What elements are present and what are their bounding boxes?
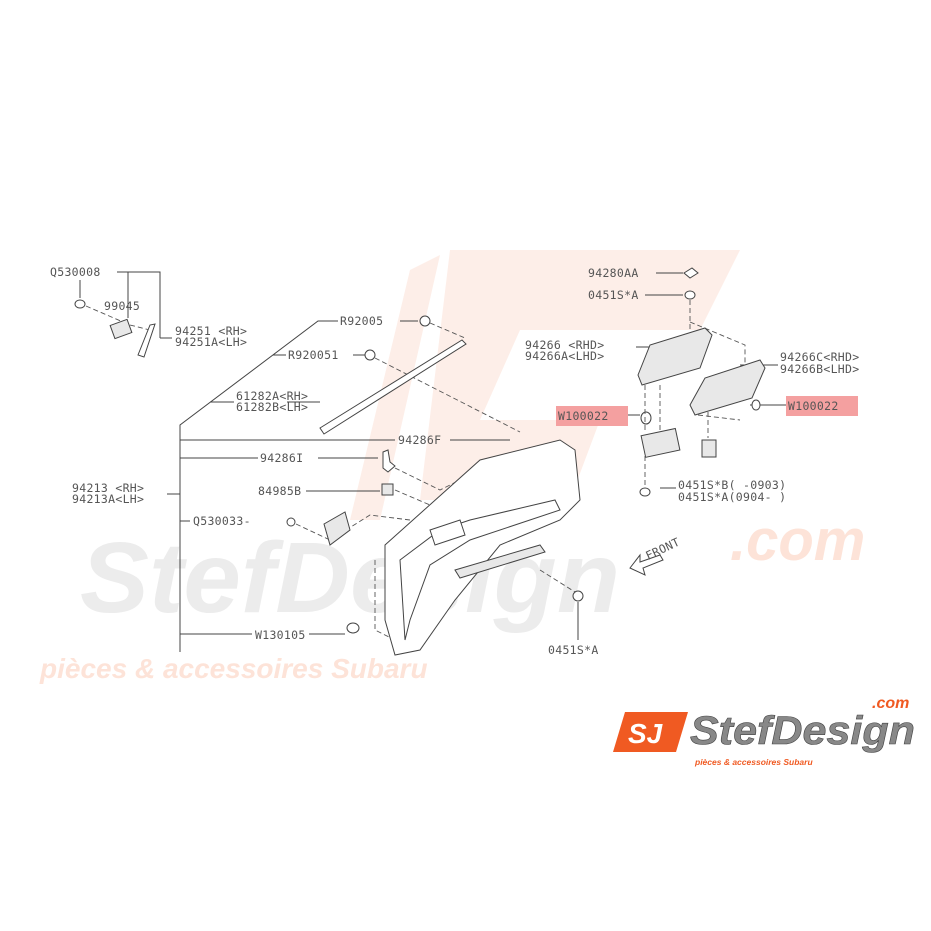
front-arrow-icon — [629, 553, 664, 576]
front-arrow: FRONT — [629, 535, 682, 576]
logo-mark-text: SJ — [628, 718, 664, 749]
door-parts — [286, 315, 584, 656]
label-61282b-lh: 61282B<LH> — [236, 400, 308, 414]
watermark-domain: .com — [730, 508, 865, 573]
inner-handle — [429, 519, 466, 546]
label-99045: 99045 — [104, 299, 140, 313]
clip-r92005 — [419, 315, 431, 327]
label-94280aa: 94280AA — [588, 266, 639, 280]
label-94266b-lhd: 94266B<LHD> — [780, 362, 859, 376]
logo-tagline: pièces & accessoires Subaru — [694, 757, 813, 767]
screw-0451s-top — [684, 290, 696, 300]
label-0451s-a-top: 0451S*A — [588, 288, 639, 302]
label-0451s-a-range: 0451S*A(0904- ) — [678, 490, 786, 504]
door-trim-panel-94213 — [384, 439, 581, 656]
clip-r920051 — [364, 349, 376, 361]
watermark: StefDesign .com pièces & accessoires Sub… — [39, 250, 865, 684]
clip-84985b — [381, 483, 394, 496]
logo-brand: StefDesign — [690, 709, 915, 753]
screw-q530008 — [74, 299, 86, 309]
label-94213-rh: 94213 <RH> — [72, 481, 144, 495]
stefdesign-logo: SJ StefDesign .com pièces & accessoires … — [613, 695, 915, 767]
clip-w100022-right — [751, 399, 761, 411]
highlight-w100022-right — [786, 396, 858, 416]
screw-0451s — [572, 590, 584, 602]
label-94266c-rhd: 94266C<RHD> — [780, 350, 859, 364]
label-61282a-rh: 61282A<RH> — [236, 389, 308, 403]
screw-0451s-switch — [639, 487, 651, 497]
mirror-switch — [701, 439, 717, 458]
clip-99045 — [109, 318, 133, 340]
label-w100022-right[interactable]: W100022 — [788, 399, 839, 413]
watermark-tagline: pièces & accessoires Subaru — [39, 653, 428, 684]
label-94213a-lh: 94213A<LH> — [72, 492, 144, 506]
label-r920051: R920051 — [288, 348, 339, 362]
watermark-brand: StefDesign — [80, 522, 620, 634]
label-w100022-left[interactable]: W100022 — [558, 409, 609, 423]
bracket-94286i — [382, 449, 396, 473]
clip-w100022-left — [640, 411, 652, 425]
label-q530008: Q530008 — [50, 265, 101, 279]
watermark-logo-mark — [420, 250, 740, 500]
switch-panel-94266c — [689, 359, 766, 416]
logo-mark — [613, 712, 688, 752]
window-switch — [640, 427, 681, 458]
switch-panel-94266 — [637, 327, 713, 386]
label-94251-rh: 94251 <RH> — [175, 324, 247, 338]
cap-94280aa — [683, 267, 699, 279]
label-w130105: W130105 — [255, 628, 306, 642]
switch-parts — [628, 267, 786, 497]
bracket-assembly — [74, 271, 172, 358]
label-94251a-lh: 94251A<LH> — [175, 335, 247, 349]
screw-q530033 — [286, 517, 296, 527]
label-84985b: 84985B — [258, 484, 301, 498]
label-0451s-b: 0451S*B( -0903) — [678, 478, 786, 492]
leader-frame — [167, 320, 510, 652]
label-94266-rhd: 94266 <RHD> — [525, 338, 604, 352]
trim-94251 — [137, 323, 156, 358]
label-r92005: R92005 — [340, 314, 383, 328]
armrest-switch-recess — [454, 544, 546, 579]
logo-domain: .com — [872, 695, 909, 712]
handle-bracket — [323, 511, 351, 546]
label-q530033: Q530033- — [193, 514, 251, 528]
clip-w130105 — [346, 622, 360, 634]
weatherstrip-61282 — [319, 339, 467, 435]
highlight-w100022-left — [556, 406, 628, 426]
label-94266a-lhd: 94266A<LHD> — [525, 349, 604, 363]
label-0451s-a-bottom: 0451S*A — [548, 643, 599, 657]
label-94286i: 94286I — [260, 451, 303, 465]
label-94286f: 94286F — [398, 433, 441, 447]
